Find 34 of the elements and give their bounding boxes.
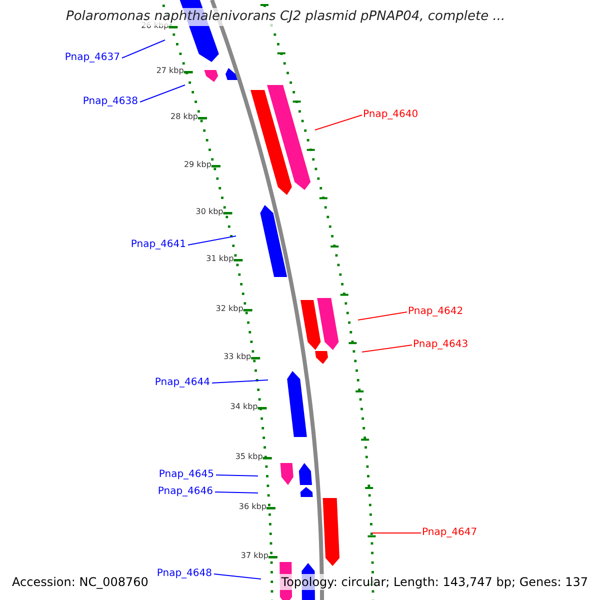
scale-label: 31 kbp	[206, 254, 234, 264]
leader-line	[214, 492, 258, 494]
scale-label: 35 kbp	[235, 452, 263, 462]
leader-line	[358, 312, 408, 320]
scale-label: 26 kbp	[141, 21, 169, 31]
scale-label: 30 kbp	[196, 207, 224, 217]
scale-label: 27 kbp	[156, 66, 184, 76]
gene-label: Pnap_4641	[130, 238, 186, 252]
scale-label: 33 kbp	[224, 352, 252, 362]
gene-label: Pnap_4637	[64, 51, 120, 65]
gene-label: Pnap_4647	[422, 526, 478, 540]
leader-line	[214, 574, 262, 580]
leader-line	[212, 380, 268, 384]
gene-label: Pnap_4648	[156, 567, 212, 581]
scale-label: 32 kbp	[216, 304, 244, 314]
scale-label: 37 kbp	[240, 551, 268, 561]
gene-label: Pnap_4640	[363, 108, 418, 122]
leader-line	[188, 236, 236, 246]
gene-label: Pnap_4638	[82, 95, 138, 109]
gene-label: Pnap_4642	[408, 305, 464, 319]
leader-line	[122, 40, 166, 58]
scale-label: 29 kbp	[184, 160, 212, 170]
scale-label: 28 kbp	[170, 112, 198, 122]
gene-label: Pnap_4643	[413, 338, 468, 352]
gene-label: Pnap_4646	[158, 485, 213, 499]
leader-line	[216, 474, 258, 476]
gene-label: Pnap_4644	[154, 376, 210, 390]
leader-line	[362, 344, 412, 352]
leader-line	[372, 532, 422, 534]
gene-label: Pnap_4645	[158, 468, 214, 482]
scale-label: 34 kbp	[230, 402, 258, 412]
leader-line	[140, 84, 186, 102]
scale-label: 36 kbp	[238, 502, 266, 512]
leader-line	[314, 114, 362, 130]
